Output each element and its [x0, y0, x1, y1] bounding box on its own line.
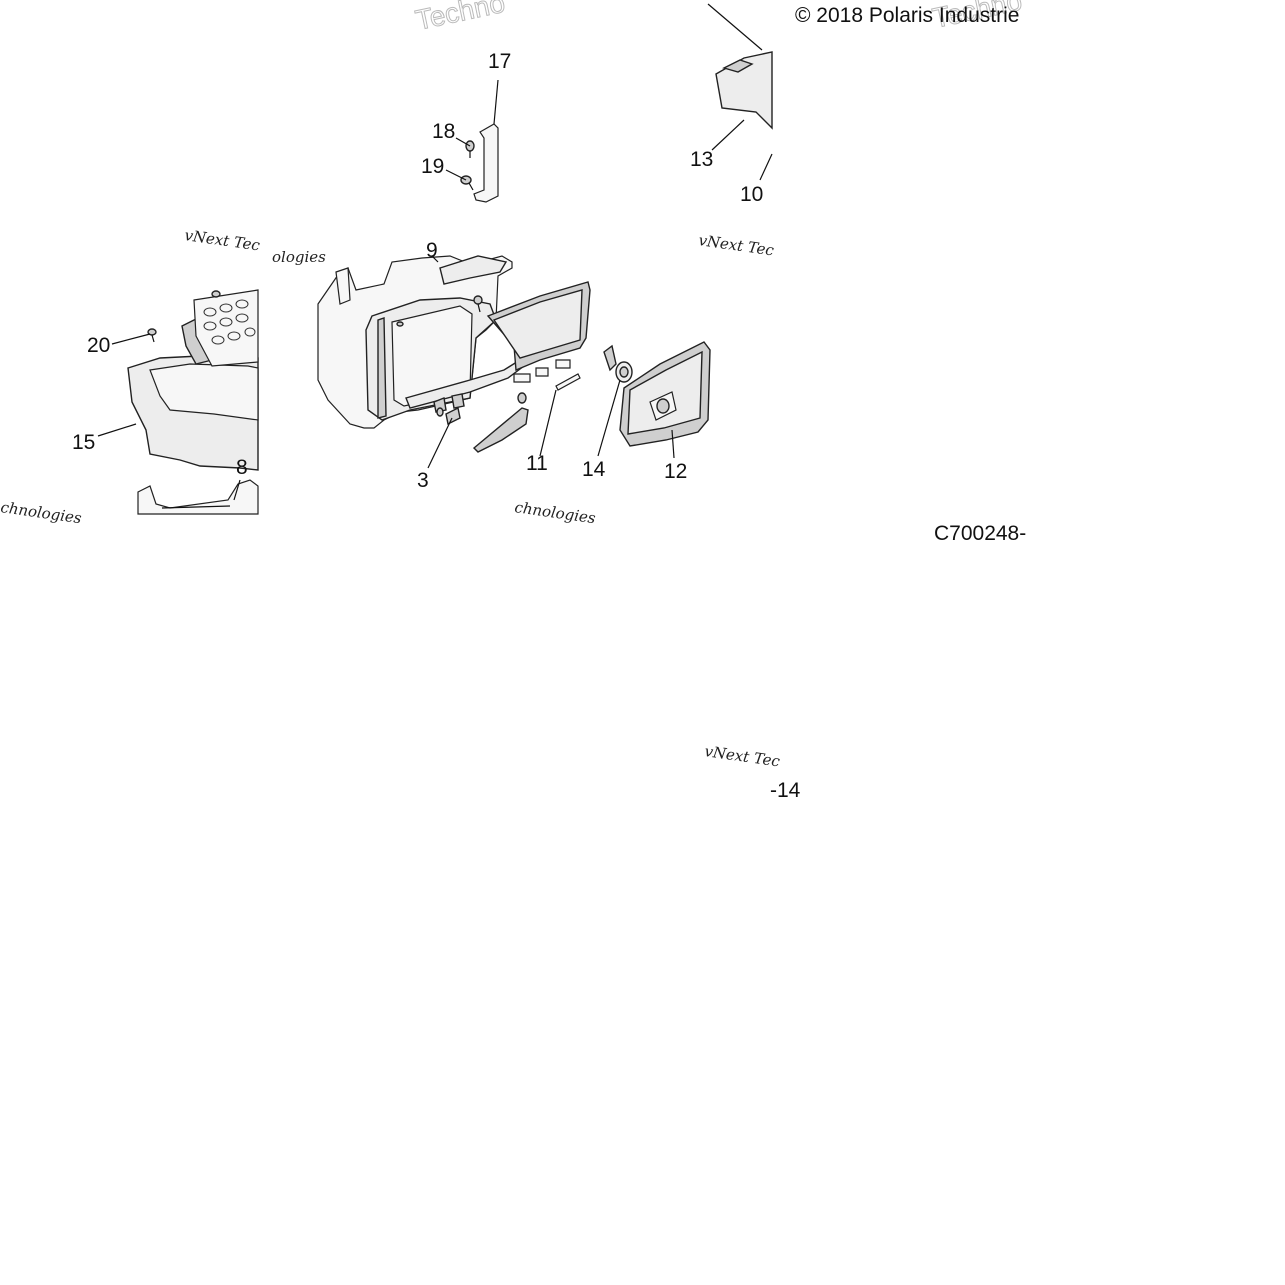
- callout-10: 10: [740, 183, 763, 206]
- watermark-tech-mid: chnologies: [513, 498, 597, 527]
- watermark-vnext-left: vNext Tec: [183, 226, 261, 254]
- callout-12: 12: [664, 460, 687, 483]
- watermark-vnext-right: vNext Tec: [697, 231, 775, 259]
- bracket-13: [715, 51, 773, 130]
- callout-labels: 17 18 19 13 10 9 20 15 8 3 11 14 12: [72, 50, 763, 492]
- callout-17: 17: [488, 50, 511, 73]
- callout-14: 14: [582, 458, 606, 481]
- lid-mesh: [203, 299, 256, 345]
- watermark-tech-left: chnologies: [0, 498, 83, 527]
- watermark-ologies: ologies: [272, 248, 326, 266]
- page-reference: -14: [770, 779, 801, 802]
- copyright-notice: © 2018 Polaris Industrie: [795, 4, 1019, 27]
- callout-19: 19: [421, 155, 444, 178]
- watermark-vnext-lower: vNext Tec: [703, 742, 781, 770]
- strip-parts: [436, 373, 581, 453]
- callout-9: 9: [426, 239, 438, 262]
- storage-assembly-9: [317, 255, 525, 429]
- callout-3: 3: [417, 469, 429, 492]
- callout-18: 18: [432, 120, 455, 143]
- diagram-code: C700248-: [934, 522, 1026, 545]
- callout-8: 8: [236, 456, 248, 479]
- door-panel-12: [619, 341, 711, 447]
- callout-15: 15: [72, 431, 95, 454]
- callout-11: 11: [526, 452, 548, 475]
- storage-box-15: [127, 289, 259, 515]
- callout-20: 20: [87, 334, 110, 357]
- callout-13: 13: [690, 148, 713, 171]
- latch-14: [603, 344, 633, 383]
- bracket-17: [460, 123, 499, 203]
- leader-lines: [97, 3, 773, 509]
- watermark-techno-top: Techno: [413, 0, 508, 36]
- lid-panel: [486, 281, 591, 383]
